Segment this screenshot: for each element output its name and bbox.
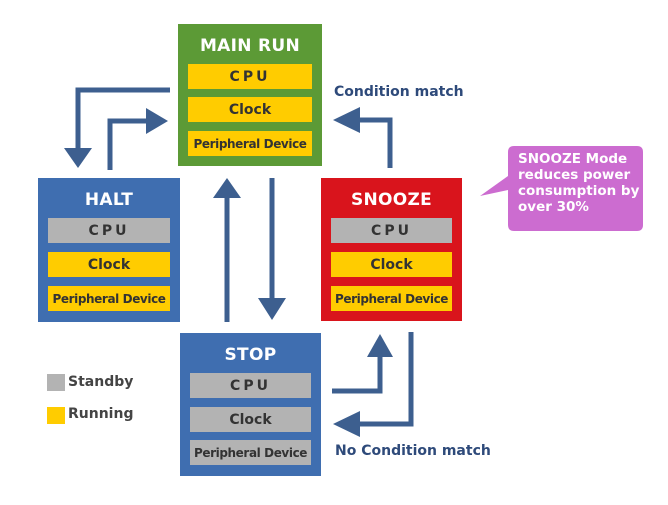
- arrow-halt-to-main: [107, 118, 148, 170]
- arrowhead-down-halt: [64, 148, 92, 168]
- state-main-run: MAIN RUN CPU Clock Peripheral Device: [178, 24, 322, 166]
- component-cpu: CPU: [190, 373, 311, 398]
- arrowhead-up-main: [213, 178, 241, 198]
- arrowhead-right-main: [146, 108, 168, 134]
- arrowhead-left-main: [333, 107, 360, 133]
- arrowhead-down-stop: [258, 298, 286, 320]
- legend-swatch-running: [47, 407, 65, 424]
- state-snooze: SNOOZE CPU Clock Peripheral Device: [321, 178, 462, 321]
- callout-bubble: [480, 146, 643, 231]
- component-clock: Clock: [188, 97, 312, 122]
- arrow-snooze-to-stop: [358, 332, 414, 427]
- state-title: SNOOZE: [350, 190, 433, 210]
- component-clock: Clock: [190, 407, 311, 432]
- no-condition-match-label: No Condition match: [335, 443, 491, 459]
- component-clock: Clock: [48, 252, 170, 277]
- component-cpu: CPU: [48, 218, 170, 243]
- component-cpu: CPU: [188, 64, 312, 89]
- state-title: HALT: [84, 190, 134, 210]
- legend-label-running: Running: [68, 406, 134, 422]
- arrowhead-left-stop: [333, 411, 360, 437]
- arrow-snooze-to-main: [358, 117, 393, 168]
- legend-label-standby: Standby: [68, 374, 134, 390]
- component-cpu: CPU: [331, 218, 452, 243]
- arrow-main-to-halt: [75, 87, 170, 150]
- state-title: STOP: [224, 345, 277, 365]
- component-peripheral-device: Peripheral Device: [331, 286, 452, 311]
- state-stop: STOP CPU Clock Peripheral Device: [180, 333, 321, 476]
- condition-match-label: Condition match: [334, 84, 464, 100]
- arrowhead-up-snooze: [367, 334, 393, 357]
- arrow-stop-to-snooze: [332, 355, 383, 394]
- legend-swatch-standby: [47, 374, 65, 391]
- state-title: MAIN RUN: [199, 36, 301, 56]
- state-halt: HALT CPU Clock Peripheral Device: [38, 178, 180, 322]
- component-clock: Clock: [331, 252, 452, 277]
- component-peripheral-device: Peripheral Device: [190, 440, 311, 465]
- callout-text: SNOOZE Mode reduces power consumption by…: [518, 151, 640, 215]
- component-peripheral-device: Peripheral Device: [48, 286, 170, 311]
- component-peripheral-device: Peripheral Device: [188, 131, 312, 156]
